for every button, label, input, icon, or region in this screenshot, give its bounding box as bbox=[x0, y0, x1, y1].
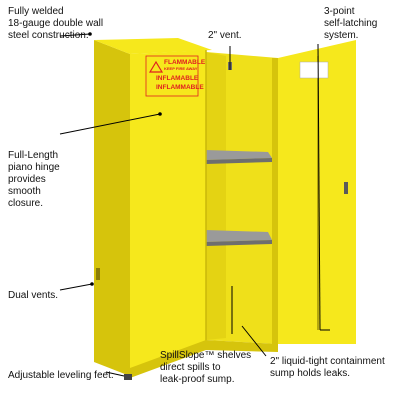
cabinet-side-panel bbox=[94, 40, 130, 376]
lower-shelf bbox=[206, 230, 272, 242]
leveling-foot bbox=[124, 374, 132, 380]
cabinet-base bbox=[130, 340, 278, 378]
warning-line-1: FLAMMABLE bbox=[164, 59, 206, 66]
callout-shelves: SpillSlope™ shelves direct spills to lea… bbox=[160, 350, 252, 385]
upper-shelf-edge bbox=[206, 158, 272, 164]
callout-hinge: Full-Length piano hinge provides smooth … bbox=[8, 150, 60, 209]
cabinet-left-door bbox=[130, 50, 206, 376]
cabinet-interior bbox=[206, 52, 278, 344]
cabinet-interior-shade bbox=[206, 52, 226, 340]
upper-shelf bbox=[206, 150, 272, 160]
callout-lines bbox=[59, 32, 330, 377]
warning-line-2: KEEP FIRE AWAY bbox=[164, 66, 198, 71]
lower-shelf-edge bbox=[206, 240, 272, 246]
callout-dual-vents: Dual vents. bbox=[8, 290, 59, 301]
callout-feet: Adjustable leveling feet. bbox=[8, 370, 114, 381]
cabinet-right-door-edge bbox=[272, 58, 278, 344]
door-handle bbox=[344, 182, 348, 194]
door-sticker bbox=[299, 61, 329, 79]
callout-welded: Fully welded 18-gauge double wall steel … bbox=[8, 6, 104, 41]
warning-line-4: INFLAMMABLE bbox=[156, 84, 204, 91]
side-vent bbox=[96, 268, 100, 280]
cabinet-top bbox=[94, 38, 212, 54]
callout-sump: 2" liquid-tight containment sump holds l… bbox=[270, 356, 385, 379]
callout-latch: 3-point self-latching system. bbox=[324, 6, 378, 41]
warning-label bbox=[145, 55, 199, 97]
callout-vent: 2" vent. bbox=[208, 30, 242, 41]
cabinet-right-door bbox=[278, 40, 356, 344]
warning-line-3: INFLAMABLE bbox=[156, 75, 199, 82]
warning-triangle-icon bbox=[148, 60, 164, 73]
